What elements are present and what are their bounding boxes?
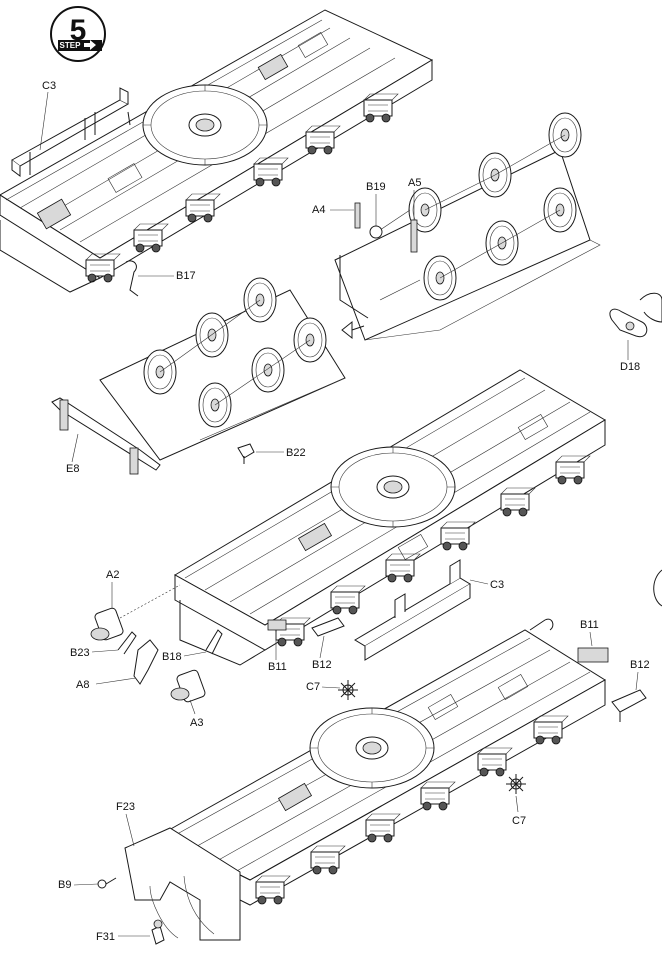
callout-a2: A2	[106, 569, 119, 581]
callout-e8: E8	[66, 463, 79, 475]
callout-d18: D18	[620, 361, 640, 373]
part-a2	[90, 607, 124, 641]
edge-fragment	[653, 569, 662, 607]
middle-chassis	[173, 369, 606, 666]
callout-b12-right: B12	[630, 659, 650, 671]
callout-c3-top: C3	[42, 80, 56, 92]
rotate-arrow-icon	[341, 320, 365, 340]
callout-c7-mid: C7	[306, 681, 320, 693]
part-b11-right	[577, 647, 609, 663]
part-c3-top	[11, 87, 131, 177]
part-a5	[410, 219, 418, 253]
callout-b12-mid: B12	[312, 659, 332, 671]
part-e8	[51, 397, 161, 475]
callout-a3: A3	[190, 717, 203, 729]
callout-f31: F31	[96, 931, 115, 943]
part-c7-low	[506, 774, 526, 794]
step-number: 5	[70, 14, 87, 47]
part-b19	[369, 225, 383, 239]
part-d18	[609, 292, 662, 338]
callout-b18: B18	[162, 651, 182, 663]
callout-b19: B19	[366, 181, 386, 193]
step-badge: 5 STEP	[50, 6, 106, 62]
part-a3	[170, 669, 206, 703]
part-b12-mid	[311, 617, 345, 637]
part-a8	[133, 639, 159, 685]
part-f31	[151, 919, 165, 945]
part-c7-mid	[338, 680, 358, 700]
part-b23	[117, 631, 137, 655]
part-b22	[237, 443, 255, 464]
callout-b11-right: B11	[580, 619, 599, 631]
part-f23	[124, 827, 241, 941]
part-b11-mid	[267, 619, 287, 631]
part-b18	[205, 629, 223, 655]
callout-a4: A4	[312, 204, 325, 216]
callout-b9: B9	[58, 879, 71, 891]
part-b12-right	[611, 689, 647, 722]
callout-b11-mid: B11	[268, 661, 287, 673]
top-chassis	[0, 9, 434, 293]
callout-b23: B23	[70, 647, 90, 659]
step-word: STEP	[60, 41, 82, 50]
part-c3-mid	[354, 559, 471, 661]
part-a4	[354, 202, 361, 229]
part-b17	[125, 260, 139, 297]
callout-c3-mid: C3	[490, 579, 504, 591]
callout-a5: A5	[408, 177, 421, 189]
callout-b17: B17	[176, 270, 196, 282]
part-b9	[97, 877, 117, 889]
callout-b22: B22	[286, 447, 306, 459]
right-truck-assembly	[334, 112, 601, 341]
arrow-icon	[84, 40, 96, 50]
lower-chassis	[158, 618, 606, 906]
callout-c7-low: C7	[512, 815, 526, 827]
left-truck-assembly	[99, 277, 346, 461]
callout-f23: F23	[116, 801, 135, 813]
callout-a8: A8	[76, 679, 89, 691]
